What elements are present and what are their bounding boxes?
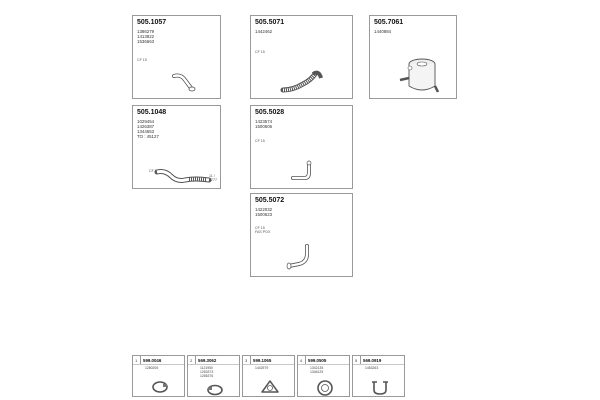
accessory-index: 1 [135, 358, 138, 363]
fitting-note: CF 15 [137, 58, 147, 62]
divider [250, 356, 251, 364]
accessory-ref: 1121950 1263373 1265376 [200, 366, 213, 378]
ref-number: 1029454 [137, 119, 155, 124]
accessory-card-4[interactable]: 4 599.0505 1342135 1346125 [297, 355, 350, 397]
divider [305, 356, 306, 364]
accessory-card-5[interactable]: 5 569.0919 1453263 [352, 355, 405, 397]
divider [133, 364, 184, 365]
ref-number: 1440884 [374, 29, 392, 34]
accessory-index: 5 [355, 358, 358, 363]
part-number: 505.1048 [137, 109, 167, 116]
ref-number: 1442462 [255, 29, 273, 34]
fitting-note: CF 15 [255, 139, 265, 143]
divider [360, 356, 361, 364]
ref-number: TO : 45127 [137, 134, 159, 139]
clamp-icon [207, 384, 223, 396]
accessory-ref: 1280205 [145, 366, 159, 370]
divider [140, 356, 141, 364]
ref-number: 1344653 [137, 129, 155, 134]
flex-pipe-drawing [280, 70, 323, 93]
accessory-part-number: 569.3062 [198, 358, 217, 363]
ref-number: 1422032 [255, 207, 273, 212]
flange-ring-icon [317, 380, 333, 396]
part-number: 505.1057 [137, 19, 167, 26]
accessory-part-number: 599.0505 [308, 358, 327, 363]
divider [243, 364, 294, 365]
fitting-note: CF 15 FAS POX [255, 226, 271, 235]
accessory-card-3[interactable]: 3 599.1065 1442579 [242, 355, 295, 397]
accessory-ref: 1442579 [255, 366, 269, 370]
accessory-ref-line: 1346125 [310, 370, 324, 374]
accessory-ref-line: 1121950 [200, 366, 213, 370]
accessory-part-number: 599.1065 [253, 358, 272, 363]
dimension-label: 11 / 4777 [209, 174, 217, 182]
ref-number: 1500623 [255, 212, 273, 217]
part-card-505-7061[interactable]: 505.7061 1440884 [369, 15, 457, 99]
divider [188, 364, 239, 365]
part-card-505-5028[interactable]: 505.5028 1423574 1500606 CF 15 [250, 105, 353, 189]
ref-number: 1500606 [255, 124, 273, 129]
accessory-index: 3 [245, 358, 248, 363]
ref-number: 1536663 [137, 39, 155, 44]
accessory-card-2[interactable]: 2 569.3062 1121950 1263373 1265376 [187, 355, 240, 397]
divider [353, 364, 404, 365]
part-number: 505.5028 [255, 109, 285, 116]
accessory-part-number: 569.0919 [363, 358, 382, 363]
part-card-505-5072[interactable]: 505.5072 1422032 1500623 CF 15 FAS POX [250, 193, 353, 277]
accessory-ref: 1453263 [365, 366, 379, 370]
silencer-drawing [399, 58, 440, 93]
accessory-ref-line: 1263373 [200, 370, 214, 374]
exhaust-pipe-drawing [172, 73, 196, 92]
accessory-ref-line: 1342135 [310, 366, 324, 370]
divider [298, 364, 349, 365]
accessory-ref-line: 1265376 [200, 374, 214, 378]
tail-pipe-drawing [291, 160, 312, 180]
clamp-icon [152, 381, 168, 393]
accessory-index: 2 [190, 358, 193, 363]
part-number: 505.5071 [255, 19, 285, 26]
part-card-505-5071[interactable]: 505.5071 1442462 CF 15 [250, 15, 353, 99]
ref-number: 1426387 [137, 124, 155, 129]
divider [195, 356, 196, 364]
accessory-index: 4 [300, 358, 303, 363]
tail-pipe-drawing [286, 244, 309, 270]
fitting-note: CF 15 [255, 50, 265, 54]
ref-number: 1386279 [137, 29, 155, 34]
ref-number: 1423574 [255, 119, 273, 124]
accessory-card-1[interactable]: 1 599.0046 1280205 [132, 355, 185, 397]
part-number: 505.5072 [255, 197, 285, 204]
accessory-part-number: 599.0046 [143, 358, 162, 363]
part-card-505-1048[interactable]: 505.1048 1029454 1426387 1344653 TO : 45… [132, 105, 221, 189]
ref-number: 1413922 [137, 34, 155, 39]
front-pipe-drawing [154, 169, 212, 183]
part-card-505-1057[interactable]: 505.1057 1386279 1413922 1536663 CF 15 [132, 15, 221, 99]
gasket-icon [261, 380, 279, 393]
accessory-ref: 1342135 1346125 [310, 366, 323, 374]
part-number: 505.7061 [374, 19, 404, 26]
bracket-icon [372, 381, 388, 395]
